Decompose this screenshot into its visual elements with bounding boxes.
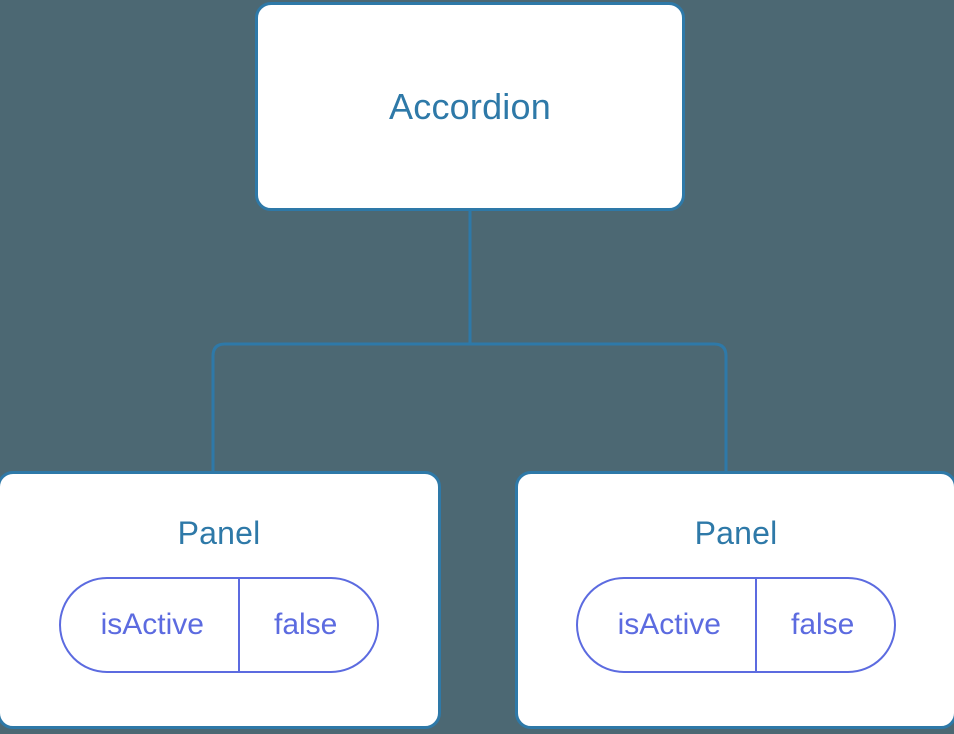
state-badge-panel-1: isActive false <box>58 577 380 674</box>
node-panel-1[interactable]: Panel isActive false <box>0 471 441 729</box>
state-value-label: false <box>237 579 377 672</box>
connector-branch-bar <box>211 342 728 471</box>
node-panel-2[interactable]: Panel isActive false <box>515 471 954 729</box>
state-key-label: isActive <box>617 608 721 642</box>
node-panel-2-title: Panel <box>694 515 778 551</box>
state-key-label: isActive <box>100 608 204 642</box>
state-badge-panel-2: isActive false <box>575 577 897 674</box>
state-value-label: false <box>754 579 894 672</box>
node-accordion-title: Accordion <box>389 85 551 127</box>
node-panel-1-title: Panel <box>177 515 261 551</box>
node-accordion[interactable]: Accordion <box>255 2 685 211</box>
